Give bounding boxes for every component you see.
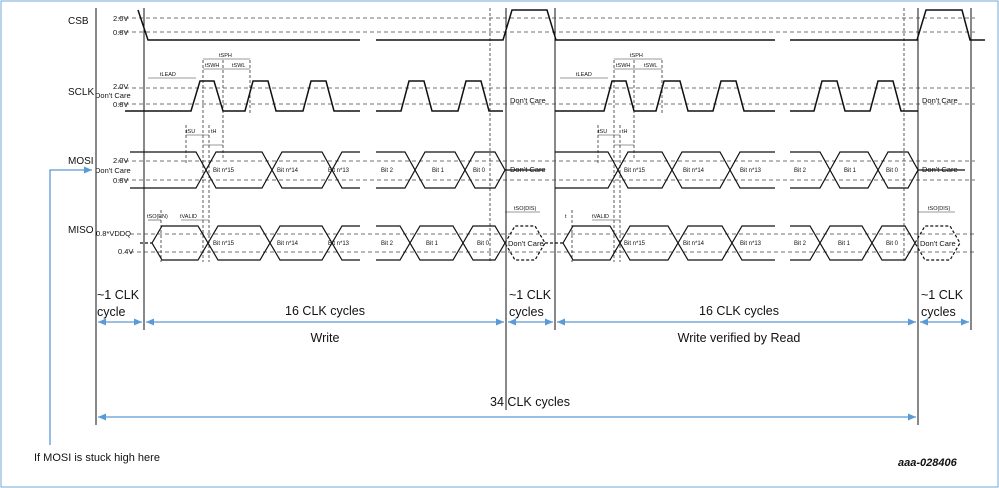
- phase-label-cycle: cycle: [97, 305, 126, 319]
- bit-label: Bit n*14: [683, 241, 705, 247]
- timing-label-su: tSU: [598, 129, 607, 135]
- timing-label-lead: tLEAD: [160, 72, 176, 78]
- timing-labels: tLEAD tSPH tSWH tSWL tSU tH tSO(EN) tVAL…: [147, 53, 950, 220]
- bit-label: Bit n*15: [213, 241, 235, 247]
- timing-label-so-en: tSO(EN): [147, 214, 168, 220]
- level-label-high: 2.0V: [113, 14, 128, 23]
- sclk-waveform: [125, 80, 918, 112]
- bit-label: Bit n*14: [683, 168, 705, 174]
- mosi-note: If MOSI is stuck high here: [34, 452, 160, 464]
- bit-label: Bit 2: [794, 241, 807, 247]
- phase-label-cycles: cycles: [921, 305, 956, 319]
- signal-label-csb: CSB: [68, 16, 89, 27]
- bit-label: Bit 0: [473, 168, 486, 174]
- bit-label: Bit 0: [477, 241, 490, 247]
- dimension-arrows: [49, 166, 969, 445]
- bit-label: Bit 0: [886, 168, 899, 174]
- bit-label: Bit 1: [426, 241, 439, 247]
- dont-care-label: Don't Care: [922, 96, 958, 105]
- level-label-high: 2.0V: [113, 156, 128, 165]
- timing-label-swh: tSWH: [616, 63, 630, 69]
- bit-label: Bit 1: [432, 168, 445, 174]
- phase-label-clk: ~1 CLK: [97, 288, 140, 302]
- level-label-high: 2.0V: [113, 82, 128, 91]
- signal-label-sclk: SCLK: [68, 87, 94, 98]
- phase-label-16-clk: 16 CLK cycles: [699, 304, 779, 318]
- phase-label-16-clk: 16 CLK cycles: [285, 304, 365, 318]
- timing-label-swh: tSWH: [205, 63, 219, 69]
- signal-label-miso: MISO: [68, 225, 94, 236]
- csb-waveform: [137, 9, 360, 41]
- mosi-waveform: [130, 151, 965, 189]
- phase-boundaries: [95, 8, 972, 425]
- bit-label: Bit 2: [381, 168, 394, 174]
- bit-label: Bit n*14: [277, 168, 299, 174]
- timing-label-swl: tSWL: [644, 63, 657, 69]
- dont-care-label: Don't Care: [510, 96, 546, 105]
- timing-label-h: tH: [211, 129, 217, 135]
- arrow-mosi-note: [49, 166, 92, 445]
- bit-label: Bit n*13: [328, 241, 350, 247]
- level-label-low: 0.8V: [113, 176, 128, 185]
- signal-labels: CSB SCLK MOSI MISO: [68, 16, 94, 236]
- level-label-low: 0.8V: [113, 100, 128, 109]
- bit-label: Bit n*15: [624, 241, 646, 247]
- phase-label-write-read: Write verified by Read: [678, 331, 801, 345]
- timing-label-su: tSU: [186, 129, 195, 135]
- dont-care-label: Don't Care: [920, 239, 956, 248]
- dont-care-labels: Don't Care Don't Care Don't Care Don't C…: [508, 96, 958, 248]
- phase-label-clk: ~1 CLK: [921, 288, 964, 302]
- timing-label-so-dis: tSO(DIS): [928, 206, 950, 212]
- timing-label-h: tH: [622, 129, 628, 135]
- reference-code: aaa-028406: [898, 457, 958, 469]
- bit-label: Bit 2: [381, 241, 394, 247]
- phase-label-write: Write: [311, 331, 340, 345]
- miso-waveform: [140, 225, 961, 261]
- timing-reference-lines: [160, 8, 905, 262]
- level-lines: [118, 17, 975, 253]
- timing-label-lead: tLEAD: [576, 72, 592, 78]
- bit-label: Bit n*15: [213, 168, 235, 174]
- bit-label: Bit n*13: [740, 241, 762, 247]
- timing-label-lag: t: [565, 214, 567, 220]
- timing-label-valid: tVALID: [592, 214, 609, 220]
- dont-care-label: Don't Care: [510, 165, 546, 174]
- dont-care-label: Don't Care: [508, 239, 544, 248]
- phase-label-total: 34 CLK cycles: [490, 395, 570, 409]
- timing-label-sph: tSPH: [630, 53, 643, 59]
- bit-label: Bit 0: [886, 241, 899, 247]
- phase-labels: ~1 CLK cycle 16 CLK cycles Write ~1 CLK …: [97, 288, 964, 409]
- miso-bit-labels: Bit n*15 Bit n*14 Bit n*13 Bit 2 Bit 1 B…: [213, 241, 899, 247]
- timing-markers: [148, 58, 955, 221]
- csb-waveform: [376, 9, 775, 41]
- level-label-dont-care: Don't Care: [95, 91, 131, 100]
- bit-label: Bit n*14: [277, 241, 299, 247]
- phase-label-cycles: cycles: [509, 305, 544, 319]
- level-label-low: 0.8V: [113, 28, 128, 37]
- level-label-dont-care: Don't Care: [95, 166, 131, 175]
- timing-label-valid: tVALID: [180, 214, 197, 220]
- level-label-miso-low: 0.4V: [118, 247, 133, 256]
- bit-label: Bit n*13: [328, 168, 350, 174]
- bit-label: Bit n*15: [624, 168, 646, 174]
- phase-label-clk: ~1 CLK: [509, 288, 552, 302]
- bit-label: Bit n*13: [740, 168, 762, 174]
- mosi-bit-labels: Bit n*15 Bit n*14 Bit n*13 Bit 2 Bit 1 B…: [213, 168, 899, 174]
- level-label-miso-high: 0.8*VDDQ: [96, 229, 131, 238]
- csb-waveform: [790, 9, 985, 41]
- bit-label: Bit 2: [794, 168, 807, 174]
- bit-label: Bit 1: [838, 241, 851, 247]
- level-labels: 2.0V 0.8V 2.0V Don't Care 0.8V 2.0V Don'…: [95, 14, 133, 256]
- signal-label-mosi: MOSI: [68, 156, 94, 167]
- timing-label-so-dis: tSO(DIS): [514, 206, 536, 212]
- bit-label: Bit 1: [844, 168, 857, 174]
- timing-label-sph: tSPH: [219, 53, 232, 59]
- dont-care-label: Don't Care: [922, 165, 958, 174]
- timing-label-swl: tSWL: [232, 63, 245, 69]
